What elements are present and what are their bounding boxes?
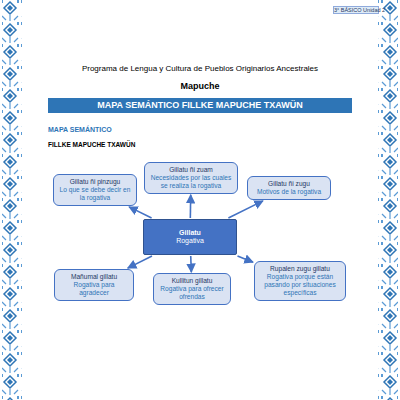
arrow-connector — [128, 256, 152, 268]
program-heading: Programa de Lengua y Cultura de Pueblos … — [40, 64, 360, 73]
arrow-connector — [190, 256, 192, 272]
grade-tag: 3° BÁSICO Unidad 2 — [333, 6, 379, 14]
concept-box: Kullitun gillatuRogativa para ofrecer of… — [153, 273, 231, 305]
node-heading: Gillatu — [148, 229, 232, 237]
node-body: Necesidades por las cuales se realiza la… — [149, 174, 233, 190]
left-border — [2, 0, 22, 400]
arrow-connector — [228, 201, 263, 218]
concept-box: Mañumal gillatuRogativa para agradecer — [54, 269, 134, 301]
node-body: Motivos de la rogativa — [252, 188, 326, 196]
concept-box: Gillatu ñi pinzuguLo que se debe decir e… — [53, 174, 137, 206]
central-box: GillatuRogativa — [143, 219, 237, 255]
subsection-heading: FILLKE MAPUCHE TXAWÜN — [48, 141, 198, 148]
node-body: Lo que se debe decir en la rogativa — [58, 186, 132, 202]
language-heading: Mapuche — [40, 81, 360, 91]
arrow-connector — [238, 256, 254, 262]
node-heading: Gillatu ñi zugu — [252, 180, 326, 188]
node-body: Rogativa — [148, 237, 232, 245]
node-heading: Mañumal gillatu — [59, 273, 129, 281]
node-heading: Rupalen zugu gillatu — [259, 265, 341, 273]
node-body: Rogativa para ofrecer ofrendas — [158, 285, 226, 301]
arrow-connector — [129, 207, 152, 218]
concept-box: Gillatu ñi zuguMotivos de la rogativa — [247, 176, 331, 200]
arrow-connector — [190, 195, 192, 218]
section-heading: MAPA SEMÁNTICO — [48, 126, 198, 133]
concept-box: Rupalen zugu gillatuRogativa porque está… — [254, 261, 346, 301]
node-heading: Gillatu ñi zuam — [149, 166, 233, 174]
node-body: Rogativa para agradecer — [59, 281, 129, 297]
right-border — [378, 0, 398, 400]
node-heading: Kullitun gillatu — [158, 277, 226, 285]
concept-box: Gillatu ñi zuamNecesidades por las cuale… — [144, 162, 238, 194]
title-band: MAPA SEMÁNTICO FILLKE MAPUCHE TXAWÜN — [48, 98, 352, 113]
node-body: Rogativa porque están pasando por situac… — [259, 273, 341, 297]
node-heading: Gillatu ñi pinzugu — [58, 178, 132, 186]
